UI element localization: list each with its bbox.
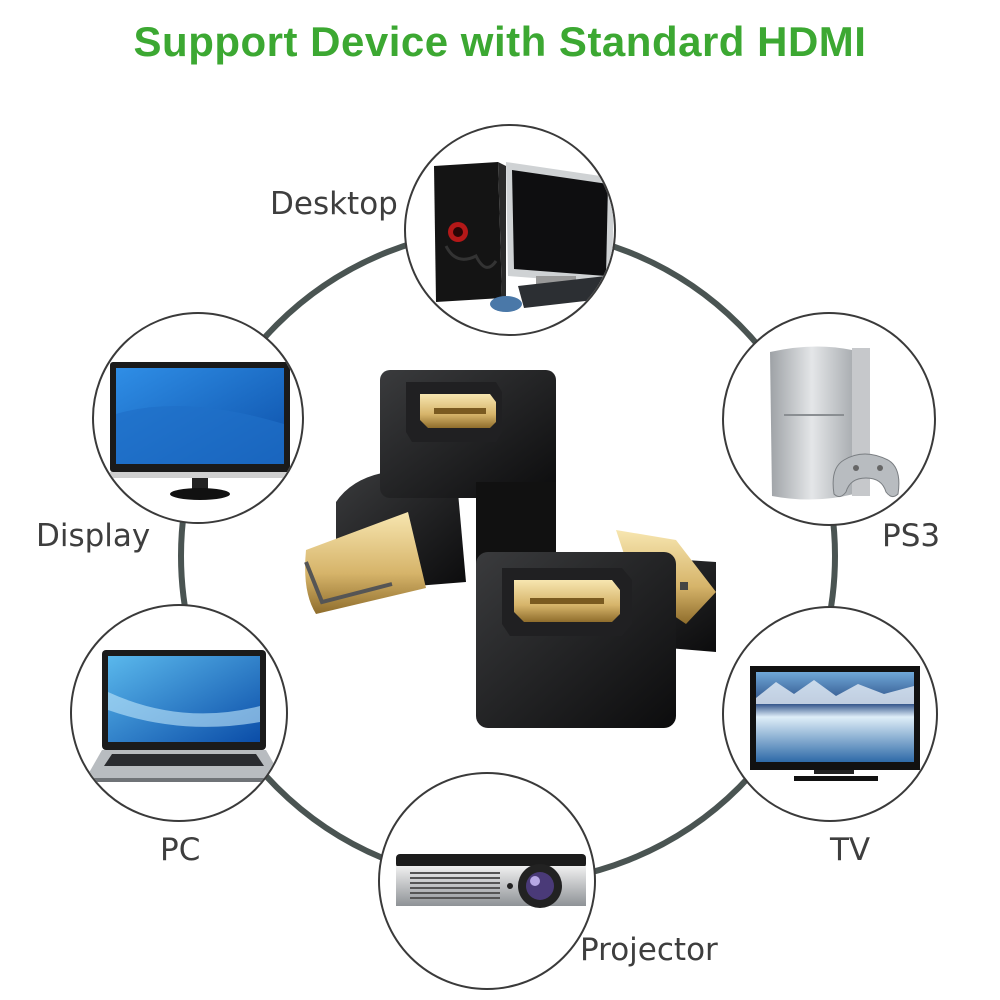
projector-icon — [396, 854, 586, 908]
hdmi-adapter-icon — [304, 370, 716, 728]
page-title: Support Device with Standard HDMI — [133, 18, 867, 65]
device-display — [92, 312, 304, 524]
device-tv — [722, 606, 938, 822]
desktop-computer-icon — [434, 162, 614, 312]
label-pc: PC — [160, 832, 201, 868]
device-desktop — [404, 124, 616, 336]
product-image — [296, 362, 736, 742]
label-ps3: PS3 — [882, 518, 941, 554]
label-tv: TV — [830, 832, 871, 868]
label-display: Display — [36, 518, 151, 554]
device-pc — [70, 604, 288, 822]
monitor-icon — [110, 362, 290, 500]
device-ps3 — [722, 312, 936, 526]
device-projector — [378, 772, 596, 990]
laptop-icon — [86, 650, 282, 782]
label-projector: Projector — [580, 932, 718, 968]
tv-icon — [750, 666, 920, 781]
game-console-icon — [770, 346, 900, 500]
label-desktop: Desktop — [270, 186, 398, 222]
